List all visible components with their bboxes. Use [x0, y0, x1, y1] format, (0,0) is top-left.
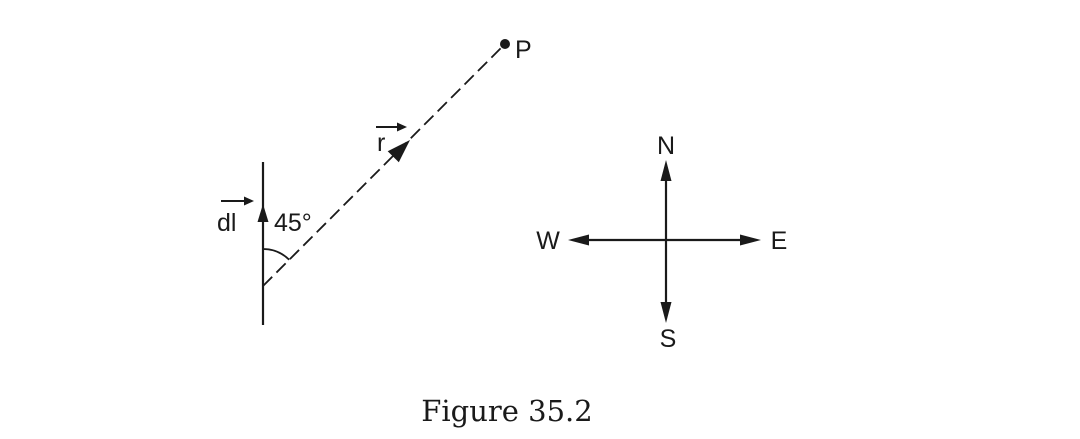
south-arrowhead — [660, 302, 672, 323]
vector-dl-overarrow-head — [244, 196, 254, 206]
compass: N S W E — [536, 132, 787, 353]
dl-arrowhead — [257, 204, 269, 222]
north-label: N — [657, 132, 675, 160]
west-arrowhead — [568, 234, 589, 246]
angle-arc — [262, 248, 290, 261]
current-element-diagram: P r dl 45° — [217, 36, 532, 325]
vector-dl-label: dl — [217, 209, 236, 237]
east-label: E — [771, 227, 788, 255]
point-p-label: P — [515, 36, 532, 64]
figure-caption: Figure 35.2 — [421, 394, 592, 428]
east-arrowhead — [740, 234, 761, 246]
r-arrowhead — [387, 140, 410, 163]
vector-r-label: r — [377, 129, 385, 157]
angle-label: 45° — [274, 209, 312, 237]
west-label: W — [536, 227, 560, 255]
south-label: S — [660, 325, 677, 353]
point-p-dot — [500, 39, 510, 49]
vector-r-overarrow-head — [397, 122, 407, 132]
r-dashed-line — [262, 43, 506, 287]
north-arrowhead — [660, 160, 672, 181]
